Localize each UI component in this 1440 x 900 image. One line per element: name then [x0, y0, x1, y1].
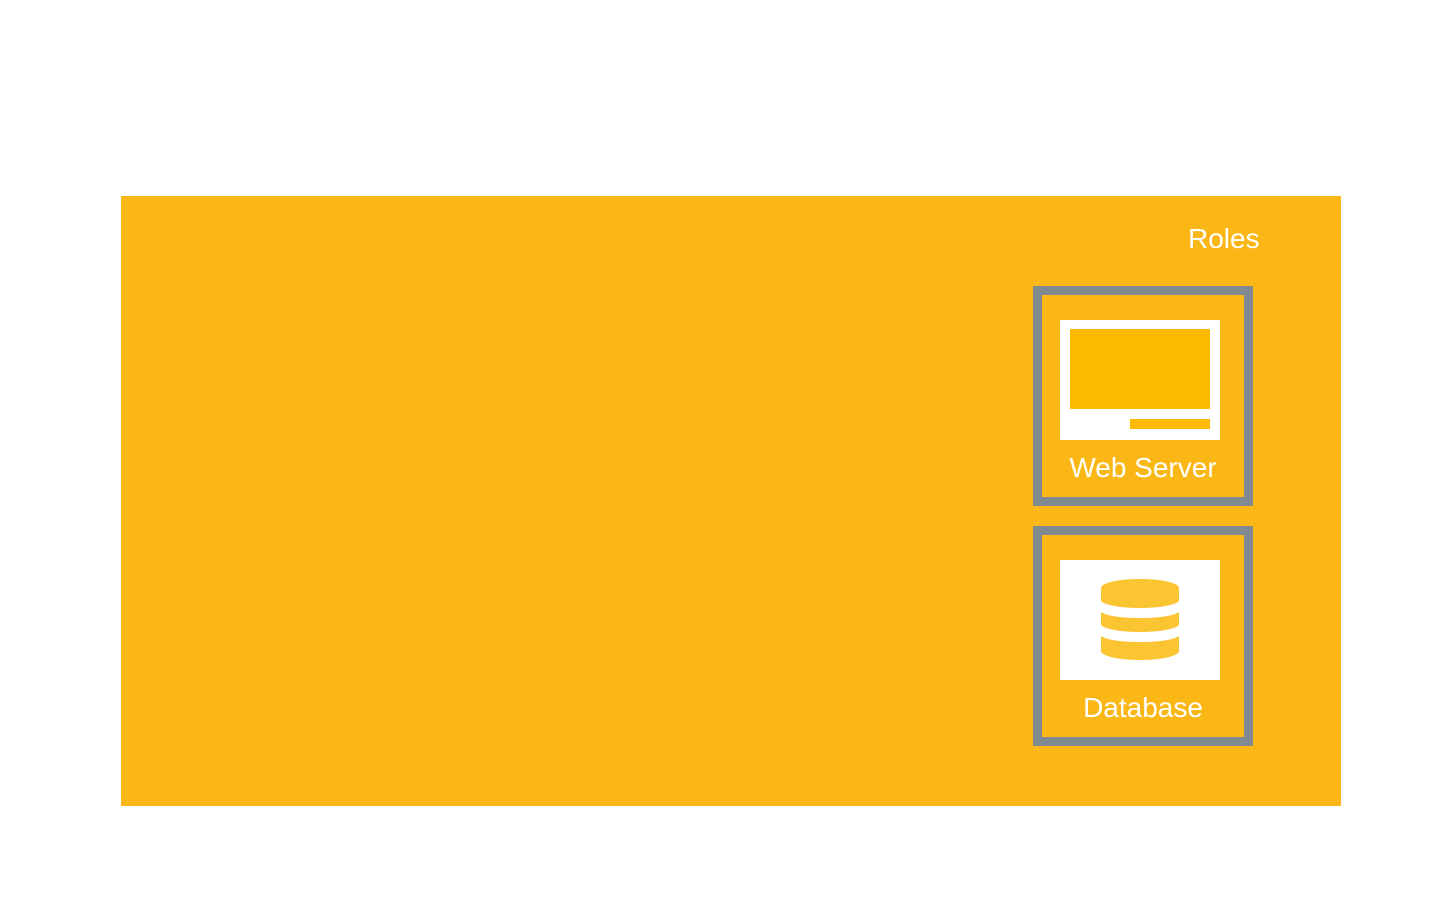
database-icon-box — [1060, 560, 1220, 680]
role-label-database: Database — [1083, 692, 1203, 723]
monitor-icon — [1060, 320, 1220, 440]
role-card-database[interactable]: Database — [1033, 526, 1253, 746]
database-icon — [1060, 560, 1220, 680]
role-card-web-server[interactable]: Web Server — [1033, 286, 1253, 506]
web-server-icon-box — [1060, 320, 1220, 440]
roles-title: Roles — [1188, 223, 1260, 254]
role-label-web-server: Web Server — [1069, 452, 1217, 483]
